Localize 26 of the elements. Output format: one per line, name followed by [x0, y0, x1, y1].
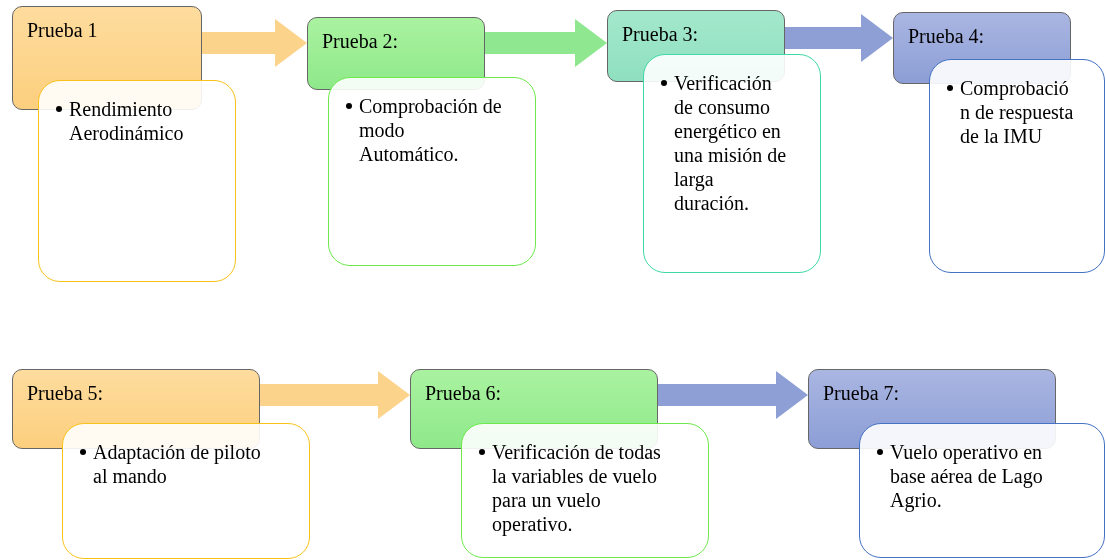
- block-arrow: [785, 14, 893, 62]
- step-title: Prueba 2:: [322, 30, 399, 52]
- bullet-text: Verificación de todas la variables de vuelo para un vuelo operativo.: [492, 441, 661, 535]
- bullet-text: Comprobación de modo Automático.: [359, 95, 502, 165]
- step-title: Prueba 3:: [622, 23, 699, 45]
- block-arrow: [485, 19, 607, 67]
- step-title: Prueba 4:: [908, 25, 985, 47]
- step-detail-box: [62, 423, 310, 559]
- step-title: Prueba 1: [27, 19, 98, 41]
- step-detail-box: [929, 59, 1105, 273]
- bullet-text: Rendimiento Aerodinámico: [69, 98, 184, 144]
- step-title: Prueba 6:: [425, 382, 502, 404]
- bullet-text: Verificación de consumo energético en una misión de larga duración.: [674, 72, 787, 214]
- bullet-text: Comprobación de respuesta de la IMU: [960, 77, 1074, 147]
- step-detail-box: [38, 80, 236, 282]
- step-detail-box: [461, 423, 709, 558]
- step-title: Prueba 7:: [823, 382, 900, 404]
- step-detail-box: [643, 54, 821, 273]
- bullet-text: Adaptación de piloto al mando: [93, 441, 261, 487]
- step-title: Prueba 5:: [27, 382, 104, 404]
- bullet-text: Vuelo operativo en base aérea de Lago Agrio.: [890, 441, 1043, 511]
- step-detail-box: [328, 77, 536, 266]
- block-arrow: [260, 371, 410, 419]
- block-arrow: [202, 19, 307, 67]
- step-detail-box: [859, 423, 1105, 558]
- block-arrow: [658, 371, 808, 419]
